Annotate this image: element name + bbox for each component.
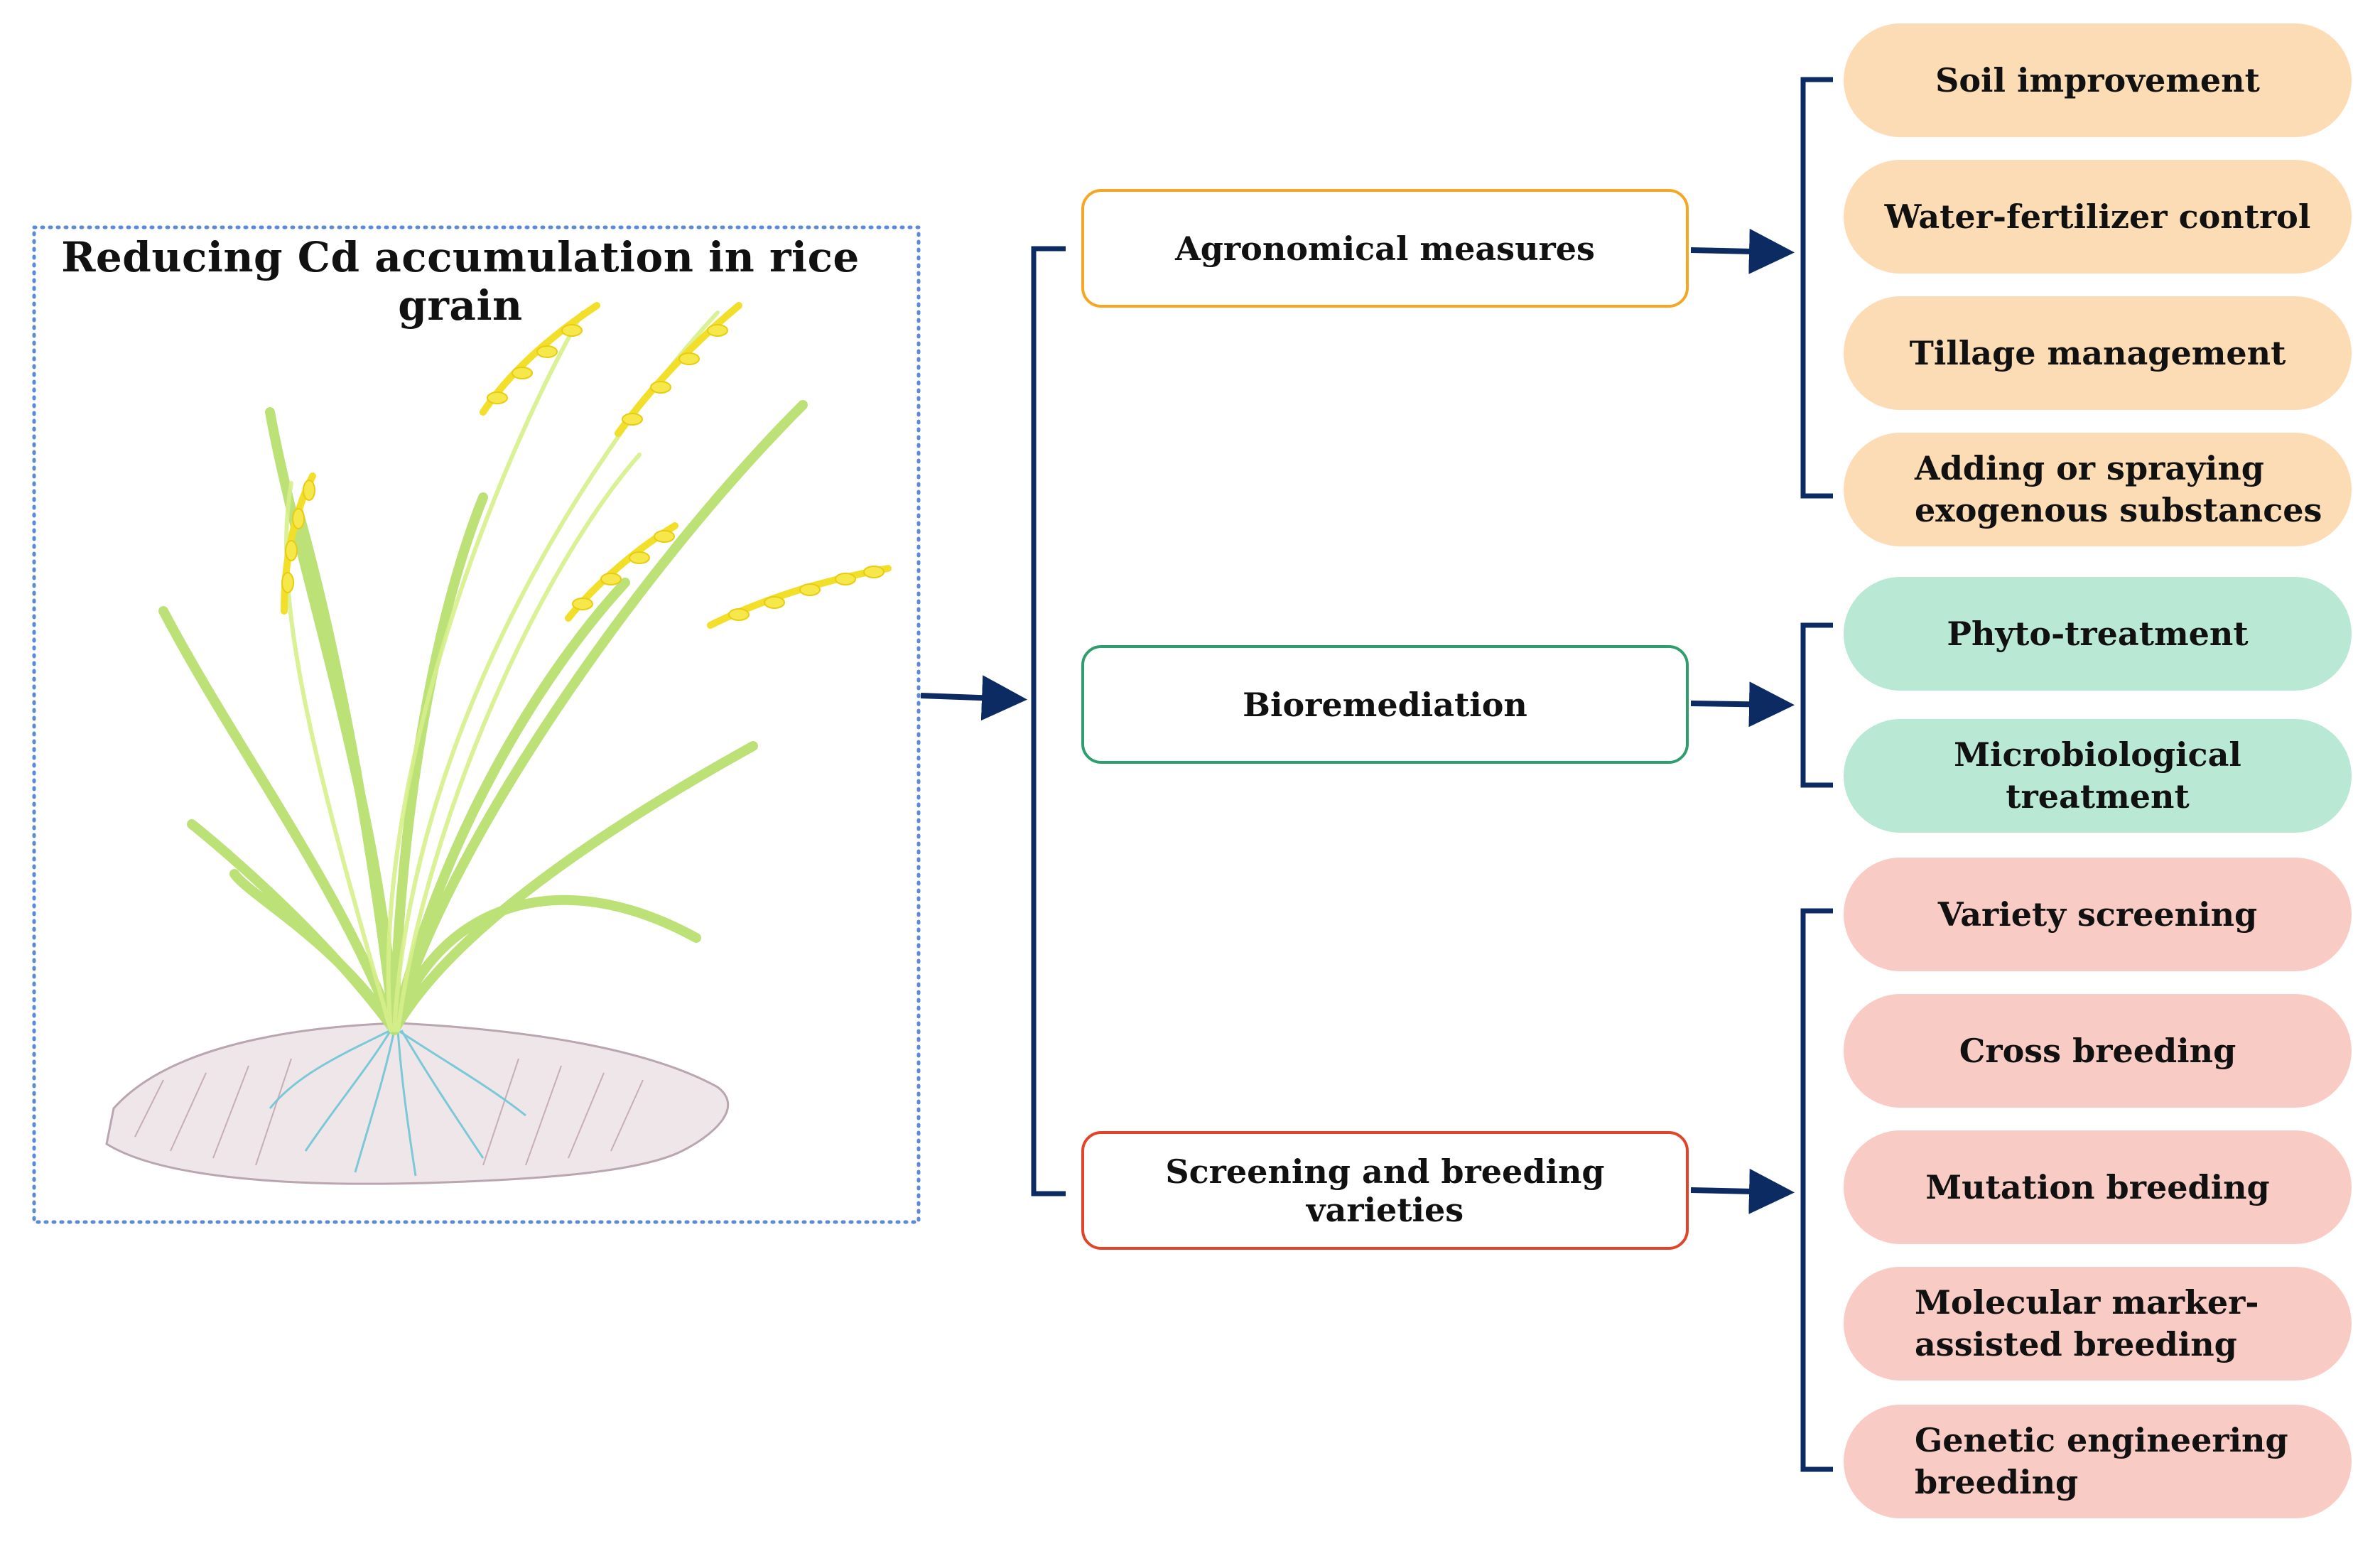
breeding-bracket <box>1800 908 1833 1472</box>
item-mutation-breeding: Mutation breeding <box>1844 1130 2352 1244</box>
item-tillage-management: Tillage management <box>1844 296 2352 410</box>
item-genetic-engineering-breeding: Genetic engineering breeding <box>1844 1405 2352 1518</box>
item-variety-screening: Variety screening <box>1844 858 2352 971</box>
bioremediation-arrow <box>1690 681 1795 728</box>
trunk-bracket <box>1031 246 1066 1196</box>
item-water-fertilizer-control: Water-fertilizer control <box>1844 160 2352 274</box>
category-screening-breeding: Screening and breeding varieties <box>1081 1131 1689 1250</box>
breeding-arrow <box>1690 1168 1795 1214</box>
item-soil-improvement: Soil improvement <box>1844 23 2352 137</box>
bioremediation-bracket <box>1800 622 1833 788</box>
rice-plant-illustration <box>105 302 892 1185</box>
category-bioremediation: Bioremediation <box>1081 645 1689 764</box>
diagram-title: Reducing Cd accumulation in rice grain <box>61 233 860 330</box>
item-adding-spraying-exogenous: Adding or spraying exogenous substances <box>1844 433 2352 546</box>
item-molecular-marker-breeding: Molecular marker- assisted breeding <box>1844 1267 2352 1381</box>
item-microbiological-treatment: Microbiological treatment <box>1844 719 2352 833</box>
soil-mound <box>105 1022 730 1185</box>
item-phyto-treatment: Phyto-treatment <box>1844 577 2352 691</box>
category-agronomical-measures: Agronomical measures <box>1081 189 1689 308</box>
item-cross-breeding: Cross breeding <box>1844 994 2352 1108</box>
agronomical-bracket <box>1800 77 1833 499</box>
agronomical-arrow <box>1690 228 1795 274</box>
main-arrow <box>920 675 1027 721</box>
illustration-frame <box>32 225 921 1224</box>
